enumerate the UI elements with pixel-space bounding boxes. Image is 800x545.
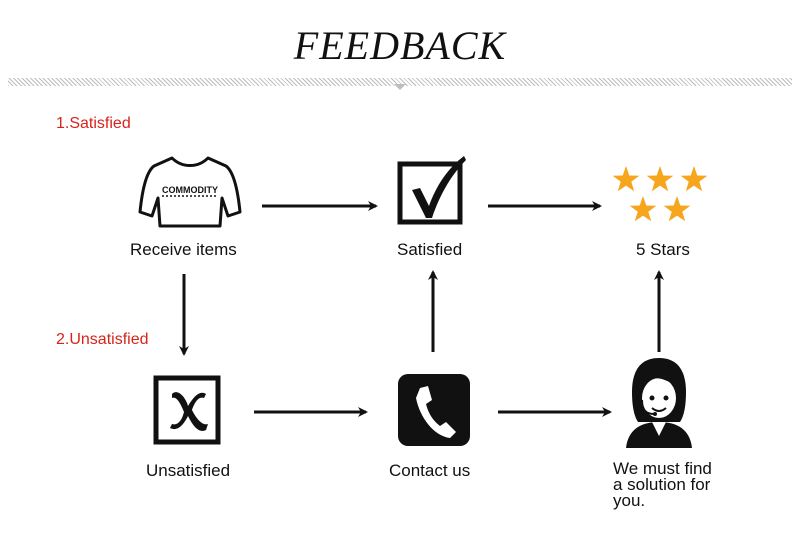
receive-items-label: Receive items bbox=[130, 240, 237, 259]
title-divider bbox=[8, 78, 792, 86]
section-unsatisfied-label: 2.Unsatisfied bbox=[56, 331, 149, 348]
sweater-icon: COMMODITY bbox=[138, 156, 242, 228]
page-title: FEEDBACK bbox=[293, 23, 507, 68]
checkbox-checked-icon bbox=[397, 156, 466, 225]
phone-icon bbox=[398, 374, 470, 446]
solution-line-3: you. bbox=[613, 491, 646, 510]
solution-line-1: We must find bbox=[613, 459, 712, 478]
solution-label: We must find a solution for you. bbox=[613, 459, 712, 510]
checkbox-x-icon bbox=[153, 375, 221, 445]
divider-notch bbox=[394, 84, 406, 90]
satisfied-label: Satisfied bbox=[397, 240, 463, 259]
support-agent-icon bbox=[626, 358, 692, 448]
contact-us-label: Contact us bbox=[389, 461, 471, 480]
five-stars-label: 5 Stars bbox=[636, 240, 690, 259]
sweater-commodity-text: COMMODITY bbox=[162, 185, 218, 195]
section-satisfied-label: 1.Satisfied bbox=[56, 115, 131, 132]
unsatisfied-label: Unsatisfied bbox=[146, 461, 231, 480]
solution-line-2: a solution for bbox=[613, 475, 711, 494]
